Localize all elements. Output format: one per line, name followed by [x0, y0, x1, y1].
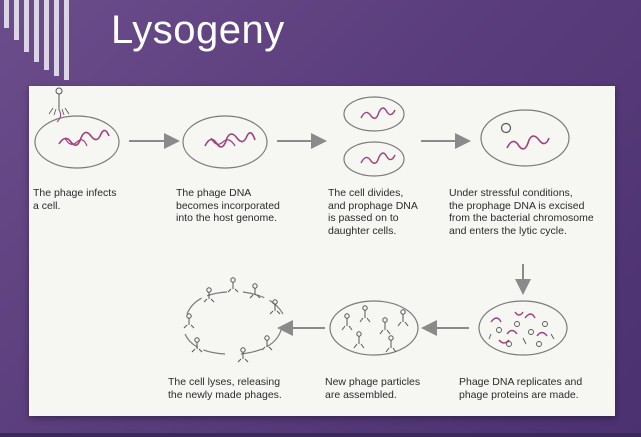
cell-excised	[480, 109, 570, 167]
caption-assemble: New phage particles are assembled.	[325, 376, 421, 401]
caption-incorporate: The phage DNA becomes incorporated into …	[176, 187, 280, 224]
cell-infected	[34, 87, 120, 169]
caption-lyse: The cell lyses, releasing the newly made…	[168, 376, 282, 401]
cell-incorporated	[182, 115, 268, 169]
cells-divided	[343, 96, 405, 177]
lysogeny-diagram-panel: The phage infects a cell. The phage DNA …	[29, 86, 615, 416]
caption-replicate: Phage DNA replicates and phage proteins …	[459, 376, 583, 401]
bottom-border	[0, 433, 641, 437]
caption-divide: The cell divides, and prophage DNA is pa…	[328, 187, 418, 237]
phage-icon	[48, 87, 70, 123]
caption-stress: Under stressful conditions, the prophage…	[449, 187, 594, 237]
decorative-stripes	[0, 0, 95, 80]
lysogeny-diagram	[34, 87, 570, 363]
slide-title: Lysogeny	[111, 8, 285, 52]
cell-replicating	[478, 300, 568, 356]
cell-lysed	[183, 277, 284, 363]
caption-infect: The phage infects a cell.	[33, 187, 117, 212]
cell-assembled	[329, 300, 419, 356]
